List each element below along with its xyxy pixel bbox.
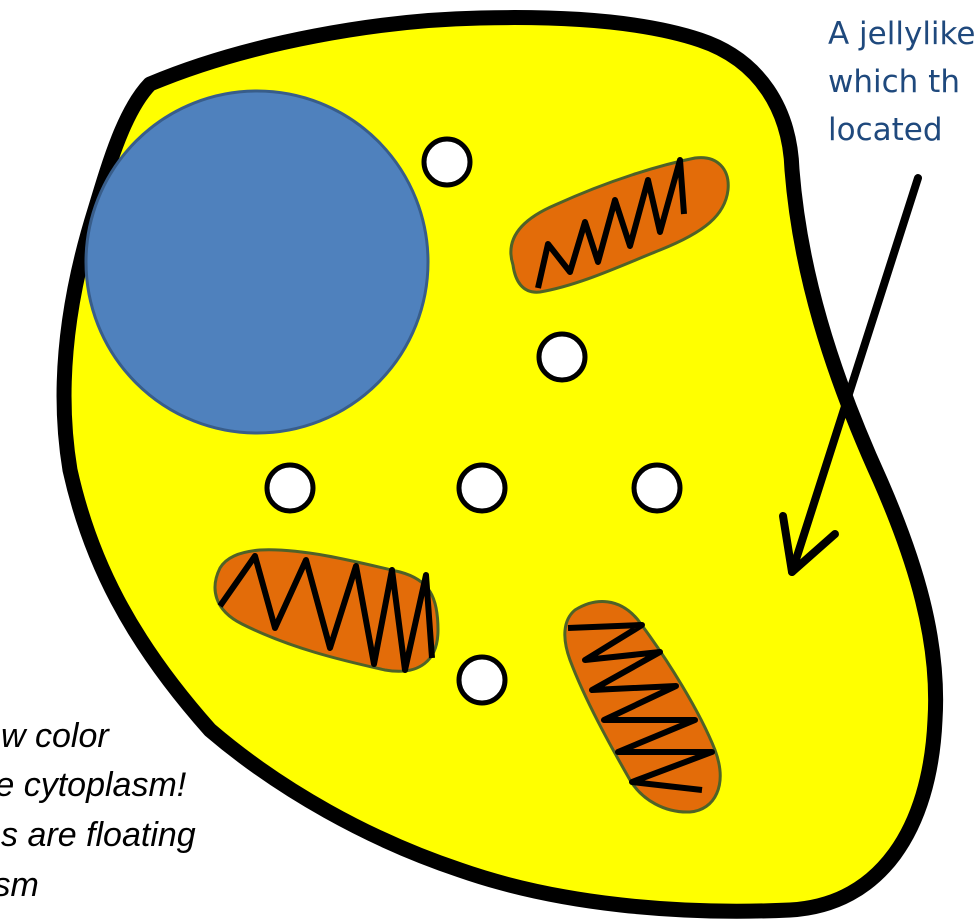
vesicle xyxy=(459,657,505,703)
note-line: the cytoplasm! xyxy=(0,762,186,809)
caption-line: which th xyxy=(828,64,960,101)
vesicle xyxy=(424,139,470,185)
note-line: lasm xyxy=(0,862,39,909)
vesicle xyxy=(459,465,505,511)
note-line: llow color xyxy=(0,713,109,760)
vesicle xyxy=(634,465,680,511)
note-line: lles are floating xyxy=(0,812,196,859)
caption-line: A jellylike xyxy=(828,16,975,53)
vesicle xyxy=(267,465,313,511)
nucleus xyxy=(86,91,428,433)
caption-line: located xyxy=(828,112,943,149)
vesicle xyxy=(539,334,585,380)
